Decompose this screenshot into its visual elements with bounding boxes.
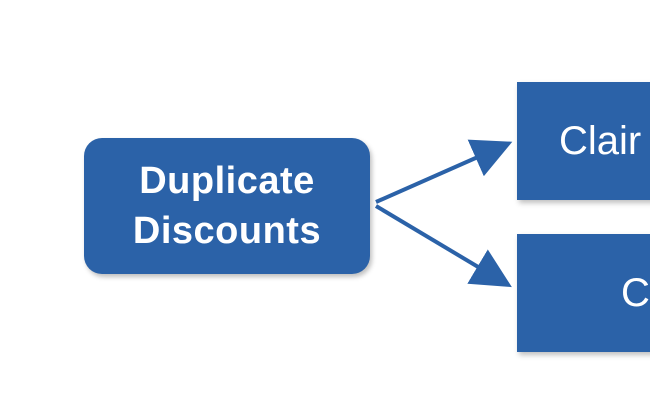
arrow-to-top-box: [375, 139, 513, 204]
target-node-top: Clair: [517, 82, 650, 200]
arrow-to-bottom-box: [374, 204, 512, 288]
source-label-line2: Discounts: [132, 210, 322, 252]
source-label-line1: Duplicate: [139, 160, 315, 202]
target-top-label: Clair: [559, 118, 642, 163]
target-node-bottom: C: [517, 234, 650, 352]
target-bottom-label: C: [621, 270, 650, 315]
source-node-duplicate-discounts: Duplicate Discounts: [84, 138, 370, 274]
